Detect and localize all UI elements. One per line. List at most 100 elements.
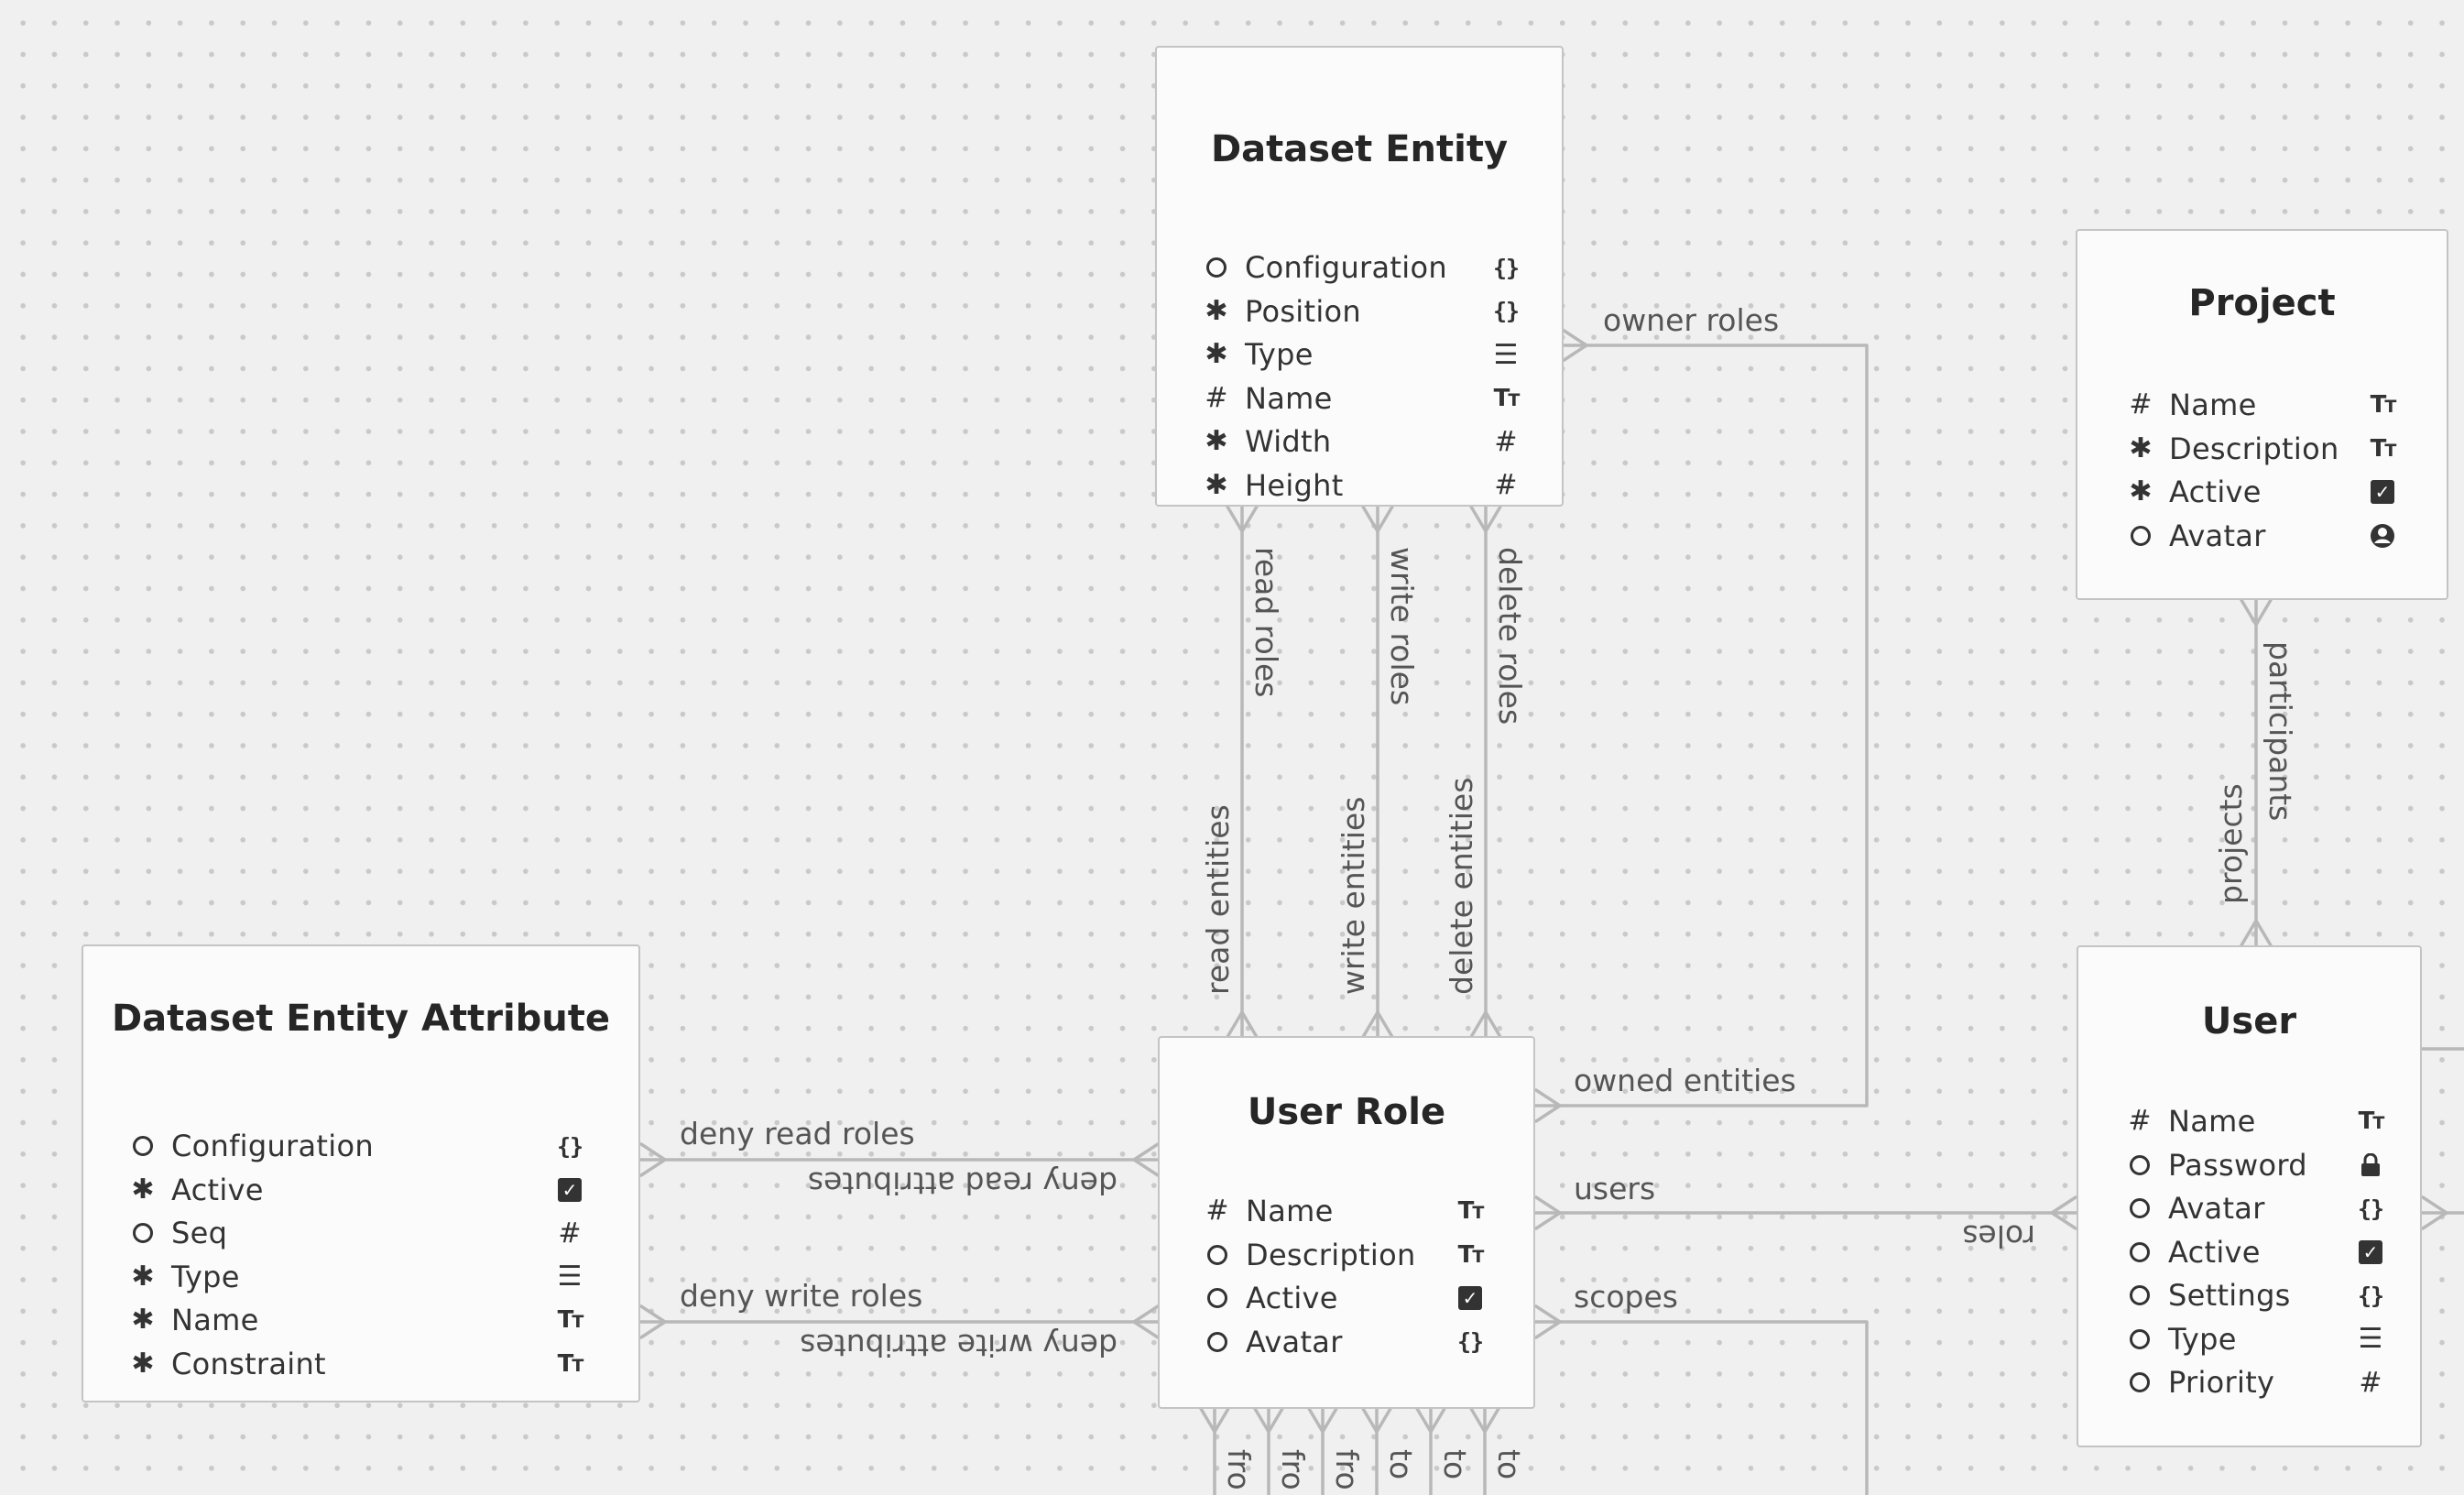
attribute-row[interactable]: ✱ Name <box>129 1298 259 1342</box>
optional-marker-icon <box>1204 1241 1231 1269</box>
attribute-name: Description <box>2169 431 2339 466</box>
attribute-row[interactable]: Avatar <box>2127 514 2266 558</box>
crowfoot-read-entities <box>1226 1010 1259 1039</box>
text-icon: TT <box>557 1349 584 1378</box>
attribute-row[interactable]: ✱Height <box>1203 464 1344 507</box>
crowfoot-projects <box>2240 919 2273 947</box>
crowfoot-delete-roles <box>1469 505 1502 533</box>
json-icon: {} <box>1456 1328 1484 1355</box>
attribute-row[interactable]: ✱ Active <box>129 1168 264 1212</box>
attribute-row[interactable]: Configuration <box>129 1124 374 1168</box>
required-marker-icon: ✱ <box>131 1304 155 1336</box>
checkbox-icon: ✓ <box>1455 1282 1486 1314</box>
relation-label-truncated: fro <box>1221 1449 1257 1490</box>
attribute-row[interactable]: ✱ Type <box>129 1255 240 1299</box>
attribute-row[interactable]: ✱Position <box>1203 289 1361 333</box>
attribute-name: Configuration <box>171 1129 374 1163</box>
attribute-row[interactable]: ✱Constraint <box>129 1342 326 1386</box>
relation-label-truncated: to <box>1437 1449 1473 1480</box>
crowfoot-owned-entities <box>1534 1088 1562 1123</box>
attribute-row[interactable]: #Name <box>2126 1099 2256 1143</box>
optional-marker-icon <box>2126 1195 2153 1222</box>
crowfoot-user-right <box>2421 1195 2448 1230</box>
attribute-row[interactable]: Settings <box>2126 1273 2291 1317</box>
json-icon: {} <box>1492 254 1520 281</box>
relation-label-scopes: scopes <box>1574 1279 1678 1315</box>
required-marker-icon: ✱ <box>131 1173 155 1206</box>
required-marker-icon: ✱ <box>131 1347 155 1380</box>
attribute-row[interactable]: Avatar <box>2126 1186 2265 1230</box>
attribute-name: Avatar <box>2168 1191 2265 1226</box>
attribute-row[interactable]: Priority <box>2126 1360 2274 1404</box>
entity-title: Dataset Entity <box>1210 128 1509 170</box>
text-icon: TT <box>1457 1197 1485 1225</box>
crowfoot-deny-read-right <box>1132 1142 1160 1177</box>
attribute-row[interactable]: #Name <box>1203 376 1333 420</box>
checkbox-icon: ✓ <box>2367 476 2398 507</box>
list-icon: ☰ <box>557 1260 583 1293</box>
text-icon: TT <box>1457 1240 1485 1269</box>
attribute-row[interactable]: Password <box>2126 1143 2307 1187</box>
attribute-row[interactable]: #Name <box>1204 1189 1334 1233</box>
list-icon: ☰ <box>2358 1323 2383 1355</box>
entity-title: User Role <box>1247 1091 1446 1133</box>
attribute-name: Name <box>171 1303 259 1337</box>
entity-title: User <box>2201 1000 2297 1042</box>
unique-marker-icon: # <box>2128 1105 2152 1137</box>
attribute-name: Avatar <box>1246 1324 1343 1359</box>
connector-scopes[interactable] <box>1533 1320 1869 1495</box>
attribute-name: Settings <box>2168 1278 2291 1313</box>
entity-dataset-entity-attribute[interactable]: Dataset Entity Attribute Configuration{}… <box>82 944 640 1402</box>
crowfoot-deny-write-left <box>639 1304 667 1339</box>
json-icon: {} <box>1492 298 1520 324</box>
crowfoot-deny-read-left <box>639 1142 667 1177</box>
relation-label-deny-write-roles: deny write roles <box>680 1278 923 1314</box>
optional-marker-icon <box>2126 1239 2153 1266</box>
attribute-row[interactable]: Configuration <box>1203 246 1447 289</box>
crowfoot-write-roles <box>1361 505 1394 533</box>
lock-icon <box>2355 1150 2386 1181</box>
json-icon: {} <box>2357 1195 2384 1222</box>
crowfoot-scopes <box>1534 1304 1562 1339</box>
attribute-name: Type <box>2168 1321 2237 1357</box>
relation-label-truncated: fro <box>1329 1449 1365 1490</box>
attribute-row[interactable]: ✱Description <box>2127 427 2339 471</box>
relation-label-truncated: to <box>1383 1449 1419 1480</box>
attribute-name: Height <box>1245 467 1344 503</box>
attribute-name: Description <box>1246 1237 1416 1272</box>
attribute-name: Type <box>1245 337 1314 372</box>
attribute-name: Position <box>1245 293 1361 329</box>
attribute-row[interactable]: Active <box>1204 1276 1338 1320</box>
attribute-name: Type <box>171 1259 240 1294</box>
attribute-name: Avatar <box>2169 518 2266 553</box>
crowfoot-roles <box>2050 1195 2077 1230</box>
entity-dataset-entity[interactable]: Dataset Entity Configuration{}✱Position{… <box>1155 46 1564 507</box>
attribute-row[interactable]: ✱Active <box>2127 470 2262 514</box>
attribute-name: Name <box>2169 387 2257 422</box>
attribute-row[interactable]: #Name <box>2127 383 2257 427</box>
attribute-row[interactable]: Description <box>1204 1233 1416 1277</box>
attribute-name: Active <box>171 1172 264 1207</box>
number-icon: # <box>1494 469 1518 501</box>
attribute-row[interactable]: Seq <box>129 1211 227 1255</box>
relation-label-roles: roles <box>1962 1218 2035 1254</box>
required-marker-icon: ✱ <box>131 1260 155 1293</box>
relation-label-deny-write-attributes: deny write attributes <box>800 1327 1118 1363</box>
attribute-row[interactable]: Active <box>2126 1230 2261 1274</box>
connector-owner-roles[interactable] <box>1533 344 1869 1108</box>
checkbox-icon: ✓ <box>554 1174 585 1206</box>
required-marker-icon: ✱ <box>1205 338 1228 370</box>
crowfoot-deny-write-right <box>1132 1304 1160 1339</box>
attribute-row[interactable]: ✱ Type <box>1203 333 1314 376</box>
optional-marker-icon <box>2126 1282 2153 1309</box>
attribute-row[interactable]: ✱Width <box>1203 420 1331 464</box>
optional-marker-icon <box>129 1132 157 1160</box>
attribute-row[interactable]: Avatar <box>1204 1320 1343 1364</box>
entity-title: Project <box>2188 282 2336 324</box>
attribute-name: Configuration <box>1245 250 1447 285</box>
attribute-row[interactable]: Type <box>2126 1317 2237 1361</box>
